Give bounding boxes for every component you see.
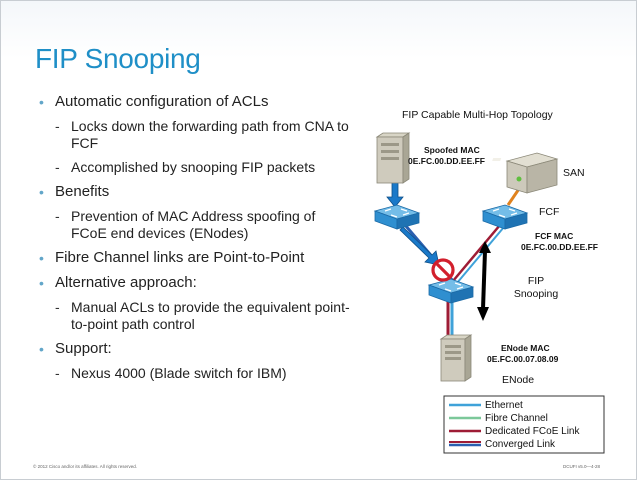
- fcf-mac-label: FCF MAC: [535, 231, 573, 241]
- spoofed-mac-value: 0E.FC.00.DD.EE.FF: [408, 156, 485, 166]
- sub-bullet-item: Accomplished by snooping FIP packets: [35, 159, 355, 176]
- san-storage-icon: [492, 152, 559, 194]
- ethernet-link: [456, 226, 505, 284]
- legend-item-label: Ethernet: [485, 400, 523, 411]
- sub-bullet-item: Prevention of MAC Address spoofing of FC…: [35, 208, 355, 242]
- legend: Ethernet Fibre Channel Dedicated FCoE Li…: [443, 395, 605, 454]
- spoofed-server-icon: [375, 132, 411, 184]
- bullet-item: Automatic configuration of ACLs: [35, 93, 355, 111]
- fip-snooping-switch-icon: [427, 278, 475, 304]
- enode-label: ENode: [502, 374, 534, 386]
- spoofed-mac-label: Spoofed MAC: [424, 145, 480, 155]
- blocked-no-sign-icon: [431, 258, 455, 282]
- bullet-item: Alternative approach:: [35, 274, 355, 292]
- dedicated-fcoe-link: [452, 224, 501, 282]
- access-switch-icon: [373, 204, 421, 230]
- bullet-item: Fibre Channel links are Point-to-Point: [35, 249, 355, 267]
- copyright-notice: © 2012 Cisco and/or its affiliates. All …: [33, 464, 138, 469]
- double-arrow-icon: [481, 250, 487, 310]
- sub-bullet-item: Manual ACLs to provide the equivalent po…: [35, 299, 355, 333]
- topology-diagram: FIP Capable Multi-Hop Topology: [373, 109, 605, 454]
- fip-snooping-label-line2: Snooping: [514, 288, 559, 300]
- sub-bullet-item: Locks down the forwarding path from CNA …: [35, 118, 355, 152]
- legend-item-label: Dedicated FCoE Link: [485, 426, 580, 437]
- legend-item-label: Fibre Channel: [485, 413, 548, 424]
- slide-title: FIP Snooping: [35, 43, 201, 74]
- legend-item-label: Converged Link: [485, 439, 556, 450]
- enode-mac-label: ENode MAC: [501, 343, 550, 353]
- san-label: SAN: [563, 167, 585, 179]
- fcf-mac-value: 0E.FC.00.DD.EE.FF: [521, 242, 598, 252]
- bullet-item: Benefits: [35, 183, 355, 201]
- bullet-item: Support:: [35, 340, 355, 358]
- blocked-path-arrow: [386, 172, 440, 266]
- enode-server-icon: [439, 334, 473, 382]
- bullet-list: Automatic configuration of ACLs Locks do…: [35, 93, 355, 389]
- sub-bullet-item: Nexus 4000 (Blade switch for IBM): [35, 365, 355, 382]
- diagonal-arrow-icon: [399, 226, 440, 266]
- fip-snooping-label-line1: FIP: [528, 275, 544, 287]
- enode-mac-value: 0E.FC.00.07.08.09: [487, 354, 559, 364]
- fcf-label: FCF: [539, 206, 559, 218]
- fcf-switch-icon: [481, 204, 529, 230]
- fip-snooping-arrow: [477, 241, 491, 321]
- page-reference: DCUFI v5.0—4-28: [563, 464, 601, 469]
- diagram-heading: FIP Capable Multi-Hop Topology: [402, 109, 554, 121]
